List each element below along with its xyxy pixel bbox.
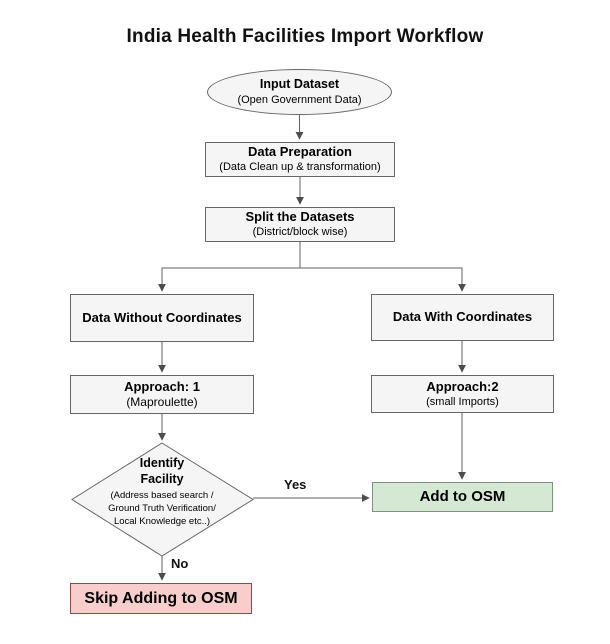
node-data-preparation: Data Preparation (Data Clean up & transf…	[205, 142, 395, 177]
node-label: Approach: 1	[124, 378, 200, 394]
edge-split-to-data-with-coordinates	[300, 267, 466, 292]
node-sublabel: (small Imports)	[426, 395, 499, 408]
node-label: Input Dataset	[259, 77, 340, 92]
edge-label-no: No	[171, 556, 189, 571]
node-label: Split the Datasets	[245, 209, 355, 225]
node-label: Data With Coordinates	[392, 309, 533, 325]
node-identify-facility-diamond-shape	[71, 442, 254, 557]
node-input-dataset: Input Dataset (Open Government Data)	[207, 69, 392, 115]
node-add-to-osm: Add to OSM	[372, 482, 553, 512]
node-label: Data Without Coordinates	[82, 309, 242, 325]
node-sublabel: (Open Government Data)	[237, 93, 362, 106]
edge-split-to-data-without-coordinates	[158, 242, 301, 292]
node-label: Add to OSM	[419, 487, 506, 505]
node-label: Skip Adding to OSM	[84, 589, 238, 607]
node-approach-2: Approach:2 (small Imports)	[371, 375, 554, 413]
node-sublabel: (Maproulette)	[126, 394, 198, 409]
node-skip-adding-to-osm: Skip Adding to OSM	[70, 583, 252, 614]
node-sublabel: (District/block wise)	[252, 226, 348, 239]
node-split-datasets: Split the Datasets (District/block wise)	[205, 207, 395, 242]
node-data-with-coordinates: Data With Coordinates	[371, 294, 554, 341]
node-label: Data Preparation	[247, 144, 353, 160]
node-data-without-coordinates: Data Without Coordinates	[70, 294, 254, 342]
node-label: Approach:2	[426, 378, 499, 394]
node-sublabel: (Data Clean up & transformation)	[219, 161, 381, 174]
node-approach-1: Approach: 1 (Maproulette)	[70, 375, 254, 414]
diagram-title: India Health Facilities Import Workflow	[126, 26, 484, 47]
edge-label-yes: Yes	[284, 477, 307, 492]
